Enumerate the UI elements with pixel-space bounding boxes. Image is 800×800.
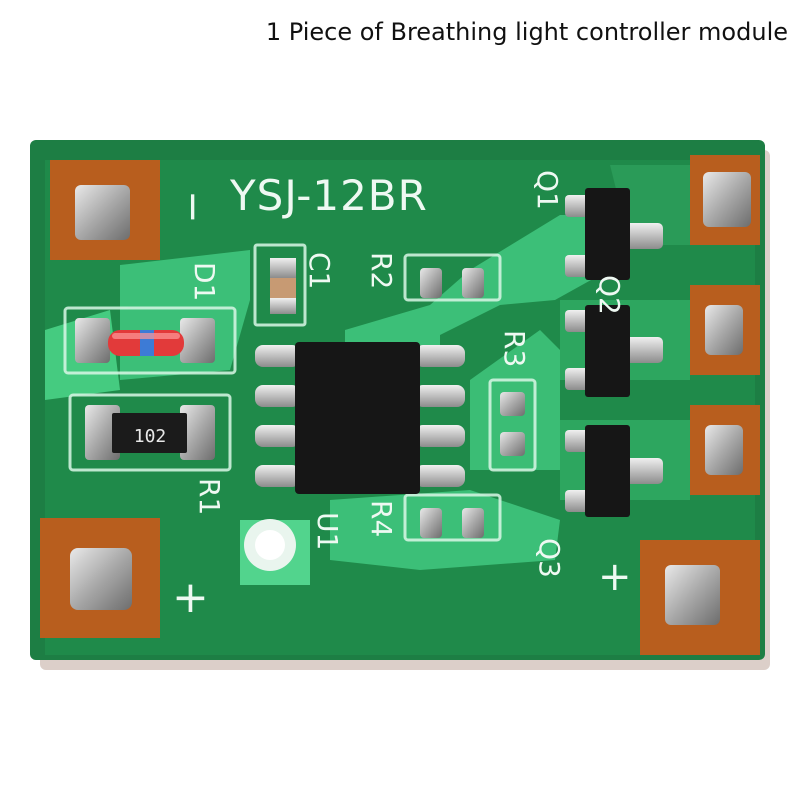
label-r4: R4 (365, 500, 398, 537)
label-q2: Q2 (593, 275, 626, 315)
transistor-q1 (565, 188, 663, 280)
output-pad-2 (690, 285, 760, 375)
product-caption: 1 Piece of Breathing light controller mo… (265, 18, 788, 46)
solder-pad-plus (40, 518, 160, 638)
output-pad-plus (640, 540, 760, 655)
diode-d1 (75, 318, 215, 363)
label-r2: R2 (365, 252, 398, 289)
resistor-r2-pads (420, 268, 484, 298)
output-pad-3 (690, 405, 760, 495)
mounting-hole (244, 519, 296, 571)
label-d1: D1 (188, 262, 221, 301)
resistor-code: 102 (134, 426, 167, 447)
label-q3: Q3 (533, 538, 566, 578)
plus-label-left: + (172, 572, 209, 623)
resistor-r1: 102 (85, 405, 215, 460)
resistor-r4-pads (420, 508, 484, 538)
minus-label: − (170, 190, 216, 224)
solder-pad-minus (50, 160, 160, 260)
output-pad-1 (690, 155, 760, 245)
label-r3: R3 (498, 330, 531, 367)
transistor-q3 (565, 425, 663, 517)
capacitor-c1 (270, 258, 296, 314)
resistor-r3-pads (500, 392, 525, 456)
plus-label-right: + (598, 554, 632, 600)
board-model-label: YSJ-12BR (229, 171, 428, 220)
label-u1: U1 (311, 512, 344, 550)
ic-u1 (255, 342, 465, 494)
label-q1: Q1 (531, 170, 564, 210)
transistor-q2 (565, 305, 663, 397)
label-r1: R1 (193, 478, 226, 515)
label-c1: C1 (303, 252, 336, 289)
